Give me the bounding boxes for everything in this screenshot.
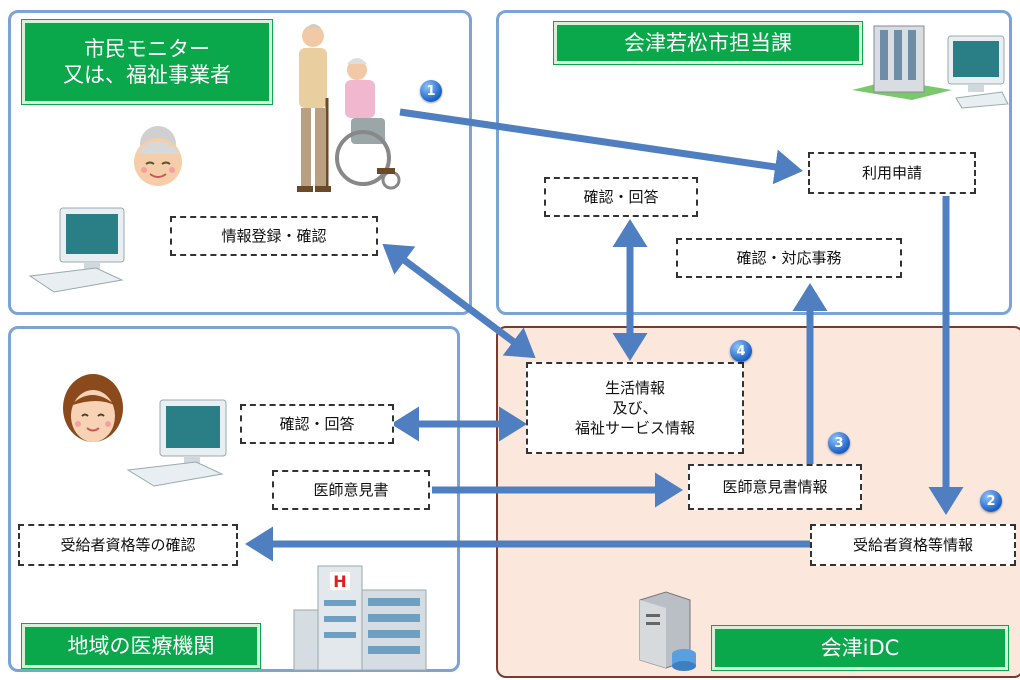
step-badge-4: 4 — [730, 340, 752, 362]
woman-face-icon — [63, 374, 123, 442]
building-computer-icon — [852, 25, 1009, 109]
info-register-box: 情報登録・確認 — [170, 216, 378, 256]
idc-label: 会津iDC — [711, 625, 1009, 671]
med-confirm-answer-box: 確認・回答 — [240, 404, 394, 444]
computer-icon — [126, 399, 227, 487]
step-badge-3: 3 — [828, 432, 850, 454]
arrow-info-register — [382, 243, 536, 359]
confirm-handle-box: 確認・対応事務 — [676, 238, 902, 278]
doctor-opinion-box: 医師意見書 — [272, 470, 430, 510]
arrow-apply — [399, 108, 803, 185]
grandmother-face-icon — [134, 126, 182, 186]
hospital-icon: H — [293, 565, 427, 671]
apply-box: 利用申請 — [808, 152, 976, 194]
step-badge-2: 2 — [980, 490, 1002, 512]
server-icon — [639, 591, 696, 671]
medical-label: 地域の医療機関 — [21, 623, 261, 669]
step-badge-1: 1 — [420, 80, 442, 102]
svg-text:H: H — [333, 572, 346, 591]
city-confirm-answer-box: 確認・回答 — [544, 177, 698, 217]
life-info-box: 生活情報 及び、 福祉サービス情報 — [526, 362, 744, 454]
computer-icon — [28, 207, 125, 293]
doctor-opinion-info-box: 医師意見書情報 — [688, 464, 862, 510]
recipient-confirm-box: 受給者資格等の確認 — [18, 524, 238, 566]
recipient-info-box: 受給者資格等情報 — [810, 524, 1016, 566]
city-label: 会津若松市担当課 — [553, 21, 863, 65]
elderly-couple-wheelchair-icon — [297, 24, 401, 192]
citizen-label: 市民モニター 又は、福祉事業者 — [21, 19, 273, 105]
